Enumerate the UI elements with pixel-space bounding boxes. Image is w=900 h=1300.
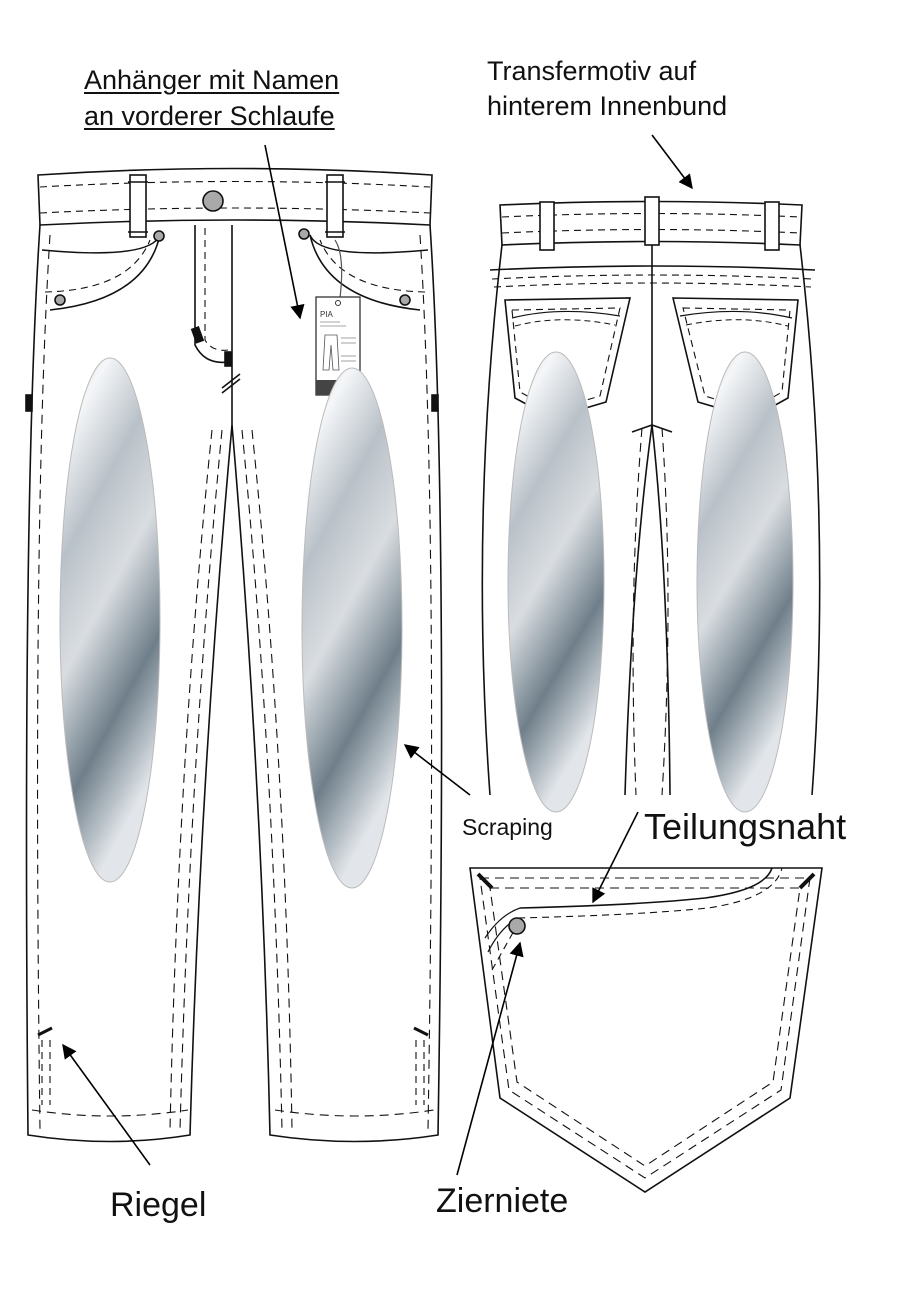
- zierniete-rivet: [508, 917, 526, 935]
- label-teilungsnaht: Teilungsnaht: [644, 806, 847, 847]
- arrow-zierniete: [456, 941, 524, 1176]
- front-pocket-right: [309, 234, 429, 311]
- label-zierniete: Zierniete: [436, 1182, 569, 1220]
- front-waistband: [37, 167, 433, 226]
- hang-tag-brand: PIA: [320, 310, 334, 319]
- front-scraping-left: [59, 357, 161, 883]
- back-right-leg-outline: [651, 244, 821, 796]
- back-scraping-left: [507, 351, 605, 813]
- front-pocket-rivet: [298, 228, 310, 240]
- front-pocket-rivet: [153, 230, 165, 242]
- arrow-transfer: [651, 134, 693, 190]
- front-left-leg-outline: [25, 224, 233, 1143]
- riegel-bartack-right: [413, 1026, 429, 1037]
- callout-arrows: [62, 134, 693, 1176]
- label-hangtag-line1: Anhänger mit Namen: [84, 65, 340, 95]
- label-hangtag-line2: an vorderer Schlaufe: [84, 101, 335, 131]
- front-right-leg-outline: [231, 224, 443, 1143]
- front-belt-loop-left: [129, 174, 147, 238]
- front-pocket-rivet: [399, 294, 411, 306]
- pocket-detail-outline: [469, 867, 823, 1193]
- front-view: [25, 167, 443, 1143]
- back-scraping-right: [696, 351, 794, 813]
- teilungsnaht-seam: [519, 867, 773, 909]
- arrow-scraping: [403, 744, 471, 796]
- back-belt-loop: [539, 201, 555, 251]
- arrow-riegel: [62, 1043, 151, 1166]
- arrow-teilungsnaht: [592, 811, 639, 904]
- back-belt-loop: [764, 201, 780, 251]
- label-riegel: Riegel: [110, 1186, 207, 1224]
- label-scraping: Scraping: [462, 814, 553, 840]
- front-belt-loop-right: [326, 174, 344, 238]
- front-scraping-right: [301, 367, 403, 889]
- back-left-leg-outline: [481, 244, 653, 796]
- front-fly: [194, 225, 229, 364]
- riegel-bartack-left: [37, 1026, 53, 1037]
- arrow-hangtag: [264, 144, 305, 320]
- label-transfer-line2: hinterem Innenbund: [487, 91, 728, 121]
- back-belt-loop: [644, 196, 660, 246]
- front-pocket-rivet: [54, 294, 66, 306]
- pocket-detail: [469, 867, 823, 1193]
- front-button: [202, 190, 224, 212]
- label-transfer-line1: Transfermotiv auf: [487, 56, 697, 86]
